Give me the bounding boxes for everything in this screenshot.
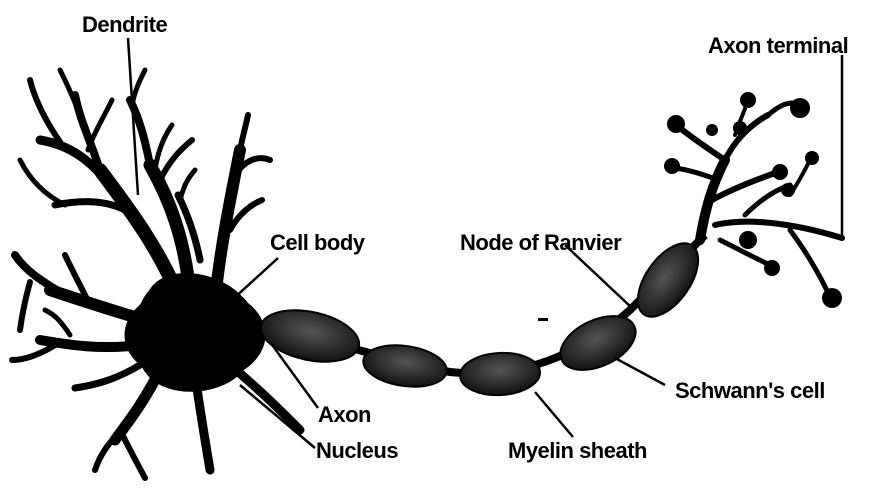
- myelin-segment: [459, 351, 541, 397]
- label-myelin-sheath: Myelin sheath: [508, 440, 647, 462]
- label-schwanns-cell: Schwann's cell: [675, 380, 825, 402]
- label-dendrite: Dendrite: [82, 14, 167, 36]
- label-axon-terminal: Axon terminal: [708, 35, 848, 57]
- label-node-of-ranvier: Node of Ranvier: [460, 232, 621, 254]
- nucleus-pointer: [240, 385, 315, 448]
- label-nucleus: Nucleus: [316, 440, 398, 462]
- dendrites: [12, 70, 300, 478]
- myelin-segment: [256, 302, 364, 370]
- myelin-segment: [361, 340, 450, 391]
- speck: [538, 318, 548, 321]
- myelin-sheath-pointer: [535, 392, 573, 437]
- label-cell-body: Cell body: [270, 232, 365, 254]
- myelin-segment: [552, 305, 644, 380]
- label-axon: Axon: [318, 404, 371, 426]
- axon-terminals: [675, 100, 842, 297]
- schwanns-cell-pointer: [615, 358, 665, 385]
- cell-body-pointer: [232, 258, 278, 300]
